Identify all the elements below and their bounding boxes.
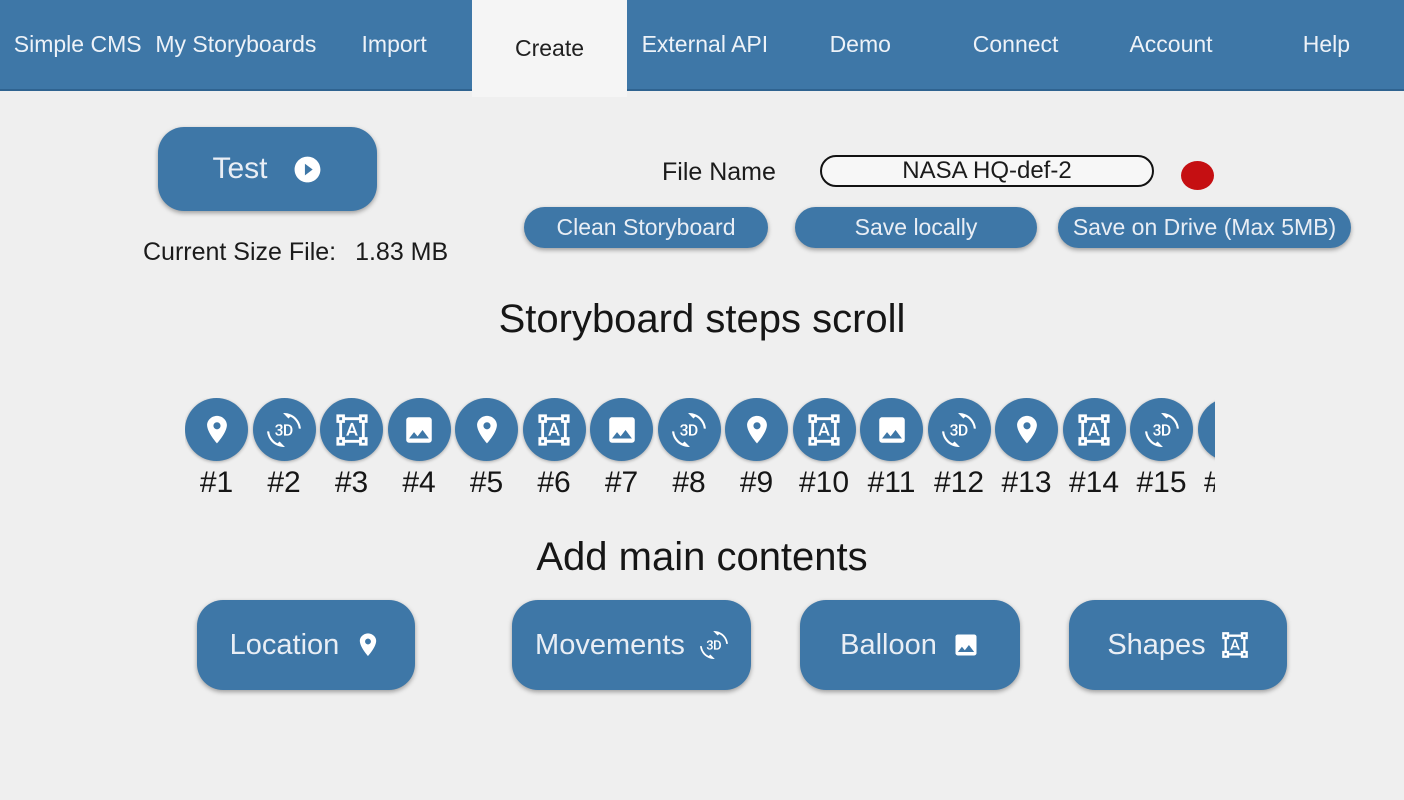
test-button[interactable]: Test bbox=[158, 127, 377, 211]
step-circle bbox=[252, 398, 316, 461]
step-3[interactable]: #3 bbox=[320, 398, 383, 504]
balloon-button[interactable]: Balloon bbox=[800, 600, 1020, 690]
3d-rotation-icon bbox=[267, 413, 301, 447]
nav-item-demo[interactable]: Demo bbox=[829, 31, 891, 57]
step-label: #5 bbox=[469, 466, 504, 499]
location-pin-icon bbox=[470, 413, 504, 447]
step-label: #8 bbox=[672, 466, 706, 499]
step-1[interactable]: #1 bbox=[185, 398, 248, 504]
nav-item-simple-cms[interactable]: Simple CMS bbox=[13, 31, 142, 57]
location-pin-icon bbox=[354, 631, 382, 659]
step-circle bbox=[657, 398, 721, 461]
nav-item-help[interactable]: Help bbox=[1302, 31, 1351, 57]
step-label: #4 bbox=[402, 466, 436, 499]
step-circle bbox=[387, 398, 451, 461]
nav-item-create[interactable]: Create bbox=[471, 0, 628, 97]
test-button-label: Test bbox=[212, 152, 268, 185]
step-13[interactable]: #13 bbox=[995, 398, 1058, 504]
step-circle bbox=[320, 398, 383, 461]
step-label: #6 bbox=[537, 466, 571, 499]
file-size-label: Current Size File: bbox=[143, 238, 337, 266]
3d-rotation-icon bbox=[700, 631, 728, 659]
step-label: #14 bbox=[1068, 466, 1120, 499]
step-circle bbox=[185, 398, 248, 461]
step-label: #7 bbox=[604, 466, 639, 499]
step-2[interactable]: #2 bbox=[252, 398, 316, 504]
file-name-label: File Name bbox=[662, 158, 776, 186]
image-icon bbox=[952, 631, 980, 659]
step-5[interactable]: #5 bbox=[455, 398, 518, 504]
format-shapes-icon bbox=[335, 413, 369, 447]
current-file-size: Current Size File: 1.83 MB bbox=[143, 238, 448, 267]
step-circle bbox=[1062, 398, 1126, 461]
step-circle bbox=[1197, 398, 1215, 461]
nav-item-account[interactable]: Account bbox=[1129, 31, 1213, 57]
step-circle bbox=[927, 398, 991, 461]
step-label: #13 bbox=[1001, 466, 1052, 499]
step-label: #10 bbox=[798, 466, 850, 499]
file-size-value: 1.83 MB bbox=[355, 238, 449, 266]
add-main-contents-title: Add main contents bbox=[536, 535, 868, 579]
step-label: #12 bbox=[933, 466, 985, 499]
step-15[interactable]: #15 bbox=[1130, 398, 1193, 504]
nav-item-connect[interactable]: Connect bbox=[972, 31, 1059, 57]
step-7[interactable]: #7 bbox=[590, 398, 653, 504]
clean-storyboard-button[interactable]: Clean Storyboard bbox=[524, 207, 768, 248]
image-icon bbox=[605, 413, 639, 447]
step-8[interactable]: #8 bbox=[657, 398, 721, 504]
step-11[interactable]: #11 bbox=[860, 398, 923, 504]
image-icon bbox=[875, 413, 909, 447]
location-pin-icon bbox=[200, 413, 234, 447]
storyboard-steps-scroll[interactable]: #1 #2 #3 #4 #5 bbox=[185, 398, 1215, 504]
step-label: #2 bbox=[267, 466, 301, 499]
movements-button[interactable]: Movements bbox=[512, 600, 751, 690]
location-pin-icon bbox=[740, 413, 774, 447]
step-6[interactable]: #6 bbox=[522, 398, 586, 504]
3d-rotation-icon bbox=[1145, 413, 1179, 447]
format-shapes-icon bbox=[807, 413, 841, 447]
step-circle bbox=[792, 398, 856, 461]
step-16[interactable]: #16 bbox=[1197, 398, 1215, 504]
step-4[interactable]: #4 bbox=[387, 398, 451, 504]
format-shapes-icon bbox=[537, 413, 571, 447]
step-circle bbox=[725, 398, 788, 461]
step-label: #9 bbox=[739, 466, 774, 499]
format-shapes-icon bbox=[1077, 413, 1111, 447]
format-shapes-icon bbox=[1221, 631, 1249, 659]
step-circle bbox=[860, 398, 923, 461]
3d-rotation-icon bbox=[672, 413, 706, 447]
location-pin-icon bbox=[1010, 413, 1044, 447]
image-icon bbox=[402, 413, 436, 447]
step-label: #15 bbox=[1136, 466, 1187, 499]
3d-rotation-icon bbox=[942, 413, 976, 447]
save-on-drive-button[interactable]: Save on Drive (Max 5MB) bbox=[1058, 207, 1351, 248]
step-label: #16 bbox=[1204, 466, 1215, 500]
nav-item-import[interactable]: Import bbox=[361, 31, 427, 57]
nav-item-my-storyboards[interactable]: My Storyboards bbox=[155, 31, 317, 57]
save-locally-button[interactable]: Save locally bbox=[795, 207, 1037, 248]
location-pin-icon bbox=[1212, 413, 1215, 447]
step-circle bbox=[455, 398, 518, 461]
record-indicator-dot[interactable] bbox=[1181, 161, 1214, 190]
step-label: #1 bbox=[199, 466, 234, 499]
nav-item-external-api[interactable]: External API bbox=[641, 31, 769, 57]
location-button[interactable]: Location bbox=[197, 600, 415, 690]
play-circle-icon bbox=[292, 154, 323, 185]
step-10[interactable]: #10 bbox=[792, 398, 856, 504]
step-9[interactable]: #9 bbox=[725, 398, 788, 504]
step-label: #3 bbox=[334, 466, 369, 499]
shapes-button[interactable]: Shapes bbox=[1069, 600, 1287, 690]
step-label: #11 bbox=[867, 466, 916, 499]
step-circle bbox=[522, 398, 586, 461]
step-circle bbox=[995, 398, 1058, 461]
storyboard-steps-title: Storyboard steps scroll bbox=[498, 297, 906, 341]
step-12[interactable]: #12 bbox=[927, 398, 991, 504]
step-circle bbox=[1130, 398, 1193, 461]
step-14[interactable]: #14 bbox=[1062, 398, 1126, 504]
file-name-input[interactable] bbox=[820, 155, 1154, 187]
step-circle bbox=[590, 398, 653, 461]
top-nav: Simple CMS My Storyboards Import Create … bbox=[0, 0, 1404, 97]
